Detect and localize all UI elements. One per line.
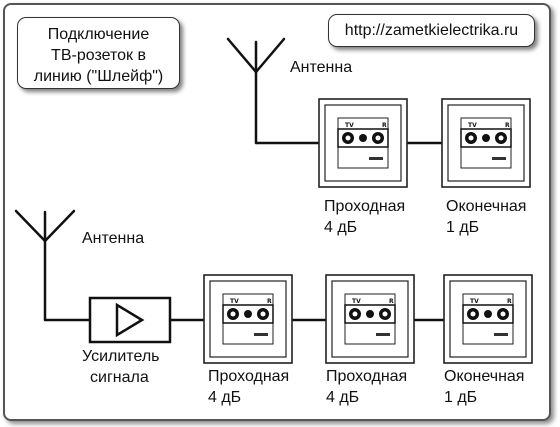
bottom-socket-2-loss: 4 дБ xyxy=(326,389,360,406)
amplifier-icon xyxy=(88,296,172,344)
top-antenna-icon xyxy=(226,37,286,145)
bottom-socket-terminal xyxy=(443,274,533,364)
top-socket-1-loss: 4 дБ xyxy=(324,219,358,236)
bottom-socket-3-r-mark: R xyxy=(507,298,512,305)
top-socket-1-r-mark: R xyxy=(382,122,387,129)
top-socket-2-name: Оконечная xyxy=(446,198,527,215)
bottom-socket-3-tv-mark: TV xyxy=(470,298,479,305)
bottom-socket-2-r-mark: R xyxy=(389,298,394,305)
bottom-socket-1-name: Проходная xyxy=(208,368,290,385)
amplifier-label-line-2: сигнала xyxy=(90,369,149,386)
site-url-callout: http://zametkielectrika.ru xyxy=(328,14,535,47)
title-line-2: ТВ-розеток в xyxy=(51,47,146,64)
top-socket-2-loss: 1 дБ xyxy=(446,219,480,236)
top-socket-pass-through xyxy=(318,98,408,188)
bottom-socket-3-name: Оконечная xyxy=(444,368,525,385)
title-line-1: Подключение xyxy=(47,26,150,43)
top-socket-2-tv-mark: TV xyxy=(468,122,477,129)
bottom-antenna-label: Антенна xyxy=(82,230,145,247)
bottom-socket-1-tv-mark: TV xyxy=(230,298,239,305)
top-socket-1-name: Проходная xyxy=(324,198,406,215)
bottom-socket-pass-through-1 xyxy=(203,274,293,364)
site-url: http://zametkielectrika.ru xyxy=(344,22,519,39)
top-antenna-label: Антенна xyxy=(290,59,353,76)
title-callout: Подключение ТВ-розеток в линию ("Шлейф") xyxy=(17,17,180,89)
bottom-socket-1-loss: 4 дБ xyxy=(208,389,242,406)
bottom-antenna-icon xyxy=(14,209,76,322)
top-socket-terminal xyxy=(441,98,531,188)
bottom-socket-1-r-mark: R xyxy=(267,298,272,305)
title-line-3: линию ("Шлейф") xyxy=(33,68,164,85)
top-socket-1-tv-mark: TV xyxy=(345,122,354,129)
bottom-socket-2-name: Проходная xyxy=(326,368,408,385)
bottom-socket-2-tv-mark: TV xyxy=(352,298,361,305)
bottom-socket-pass-through-2 xyxy=(325,274,415,364)
amplifier-label-line-1: Усилитель xyxy=(82,348,160,365)
top-socket-2-r-mark: R xyxy=(505,122,510,129)
bottom-socket-3-loss: 1 дБ xyxy=(444,389,478,406)
